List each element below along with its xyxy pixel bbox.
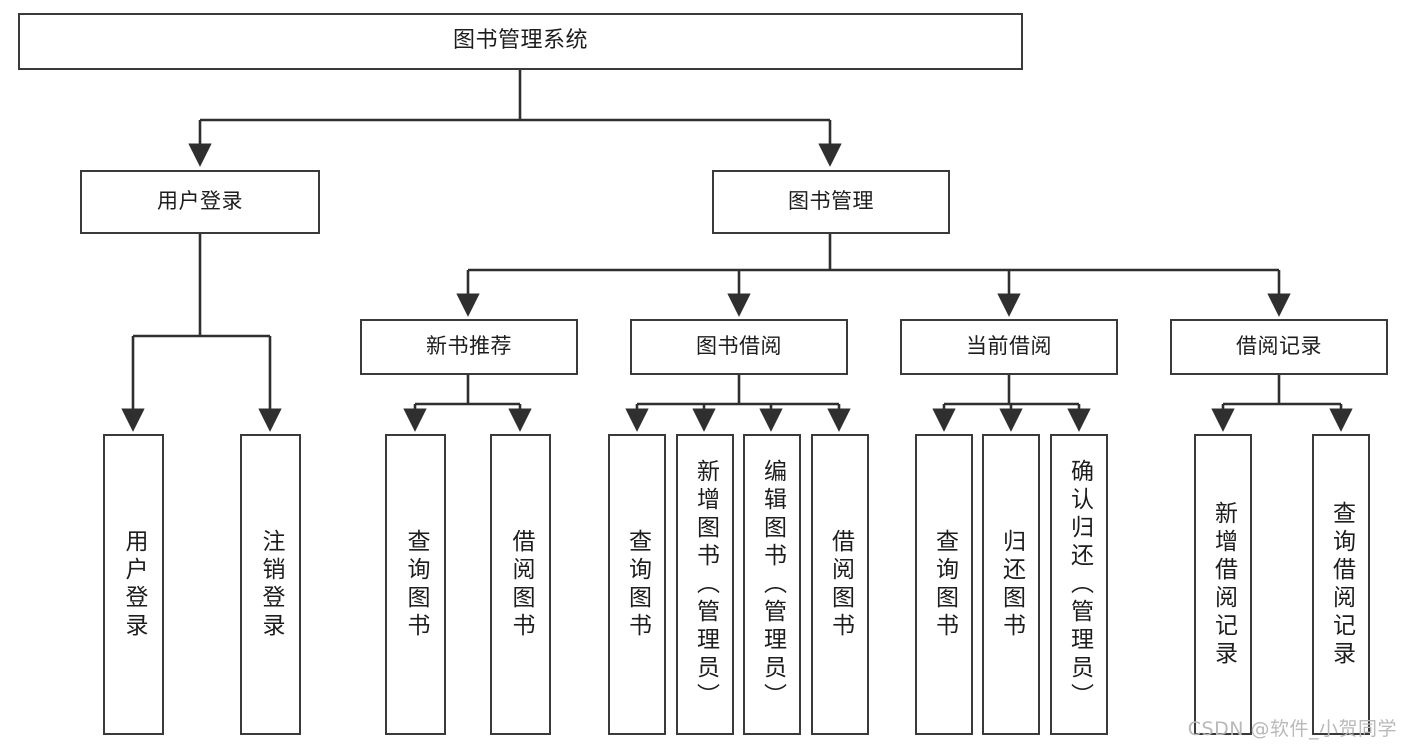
node-label: 用户登录 [121, 528, 147, 641]
node-label: 注销登录 [258, 528, 284, 641]
node-label: 借阅记录 [1236, 334, 1322, 359]
node-label: 图书管理 [788, 189, 874, 214]
node-label: 新书推荐 [426, 334, 512, 359]
node-label: 图书借阅 [696, 334, 782, 359]
watermark: CSDN @软件_小贺同学 [1187, 718, 1397, 740]
node-leaf-query-record[interactable]: 查询借阅记录 [1312, 434, 1370, 735]
node-leaf-query-book-1[interactable]: 查询图书 [385, 434, 446, 735]
node-label: 用户登录 [157, 189, 243, 214]
node-label: 查询借阅记录 [1328, 500, 1355, 669]
node-label: 编辑图书（管理员） [759, 458, 786, 711]
node-label: 图书管理系统 [452, 28, 588, 54]
node-label: 查询图书 [403, 528, 429, 641]
node-current-borrow[interactable]: 当前借阅 [900, 319, 1118, 375]
node-book-manage[interactable]: 图书管理 [712, 170, 950, 234]
node-leaf-borrow-book-1[interactable]: 借阅图书 [490, 434, 551, 735]
node-book-borrow[interactable]: 图书借阅 [630, 319, 848, 375]
node-label: 新增借阅记录 [1210, 500, 1237, 669]
node-user-login[interactable]: 用户登录 [80, 170, 320, 234]
node-label: 借阅图书 [827, 528, 854, 641]
node-leaf-add-book[interactable]: 新增图书（管理员） [676, 434, 734, 735]
node-leaf-query-book-3[interactable]: 查询图书 [915, 434, 973, 735]
node-leaf-borrow-book-2[interactable]: 借阅图书 [811, 434, 869, 735]
node-label: 查询图书 [931, 528, 958, 641]
node-leaf-query-book-2[interactable]: 查询图书 [608, 434, 666, 735]
node-label: 借阅图书 [508, 528, 534, 641]
node-label: 确认归还（管理员） [1066, 458, 1093, 711]
node-leaf-user-login[interactable]: 用户登录 [103, 434, 164, 735]
node-new-book-recommend[interactable]: 新书推荐 [360, 319, 578, 375]
node-label: 当前借阅 [966, 334, 1052, 359]
node-borrow-record[interactable]: 借阅记录 [1170, 319, 1388, 375]
node-label: 查询图书 [624, 528, 651, 641]
node-label: 归还图书 [998, 528, 1025, 641]
node-leaf-return-book[interactable]: 归还图书 [982, 434, 1040, 735]
node-leaf-add-record[interactable]: 新增借阅记录 [1194, 434, 1252, 735]
node-leaf-logout-login[interactable]: 注销登录 [240, 434, 301, 735]
node-leaf-edit-book[interactable]: 编辑图书（管理员） [743, 434, 801, 735]
node-leaf-confirm-return[interactable]: 确认归还（管理员） [1050, 434, 1108, 735]
node-label: 新增图书（管理员） [692, 458, 719, 711]
node-root-system[interactable]: 图书管理系统 [18, 13, 1023, 70]
